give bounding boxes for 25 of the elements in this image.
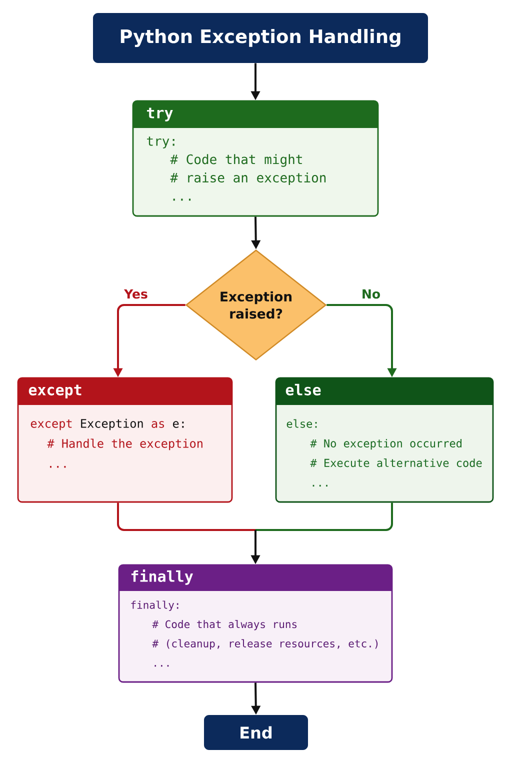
connector-line	[117, 502, 256, 531]
card-header: except	[18, 378, 232, 405]
code-line: # Execute alternative code	[310, 458, 482, 468]
connector-line	[256, 502, 393, 531]
code-line: finally:	[131, 600, 178, 611]
end-box: End	[204, 715, 308, 750]
code-line: # No exception occurred	[310, 438, 462, 450]
card-header: try	[133, 101, 378, 128]
code-line: try:	[147, 136, 174, 148]
edge-label: Yes	[122, 288, 150, 300]
card-header: else	[276, 378, 493, 405]
code-line: else:	[286, 419, 317, 428]
title-box: Python Exception Handling	[93, 13, 428, 63]
code-line: # Code that might	[170, 154, 302, 167]
card-header: finally	[119, 565, 392, 591]
code-line: # raise an exception	[170, 172, 326, 186]
code-line: ...	[154, 665, 169, 667]
code-line: # (cleanup, release resources, etc.)	[152, 639, 378, 650]
code-line: # Code that always runs	[152, 620, 297, 630]
code-line: ...	[50, 466, 66, 468]
code-line: except Exception as e:	[30, 418, 184, 430]
edge-label: No	[360, 288, 382, 300]
code-line: ...	[312, 484, 328, 487]
code-line: # Handle the exception	[47, 438, 202, 450]
code-line: ...	[173, 198, 191, 201]
